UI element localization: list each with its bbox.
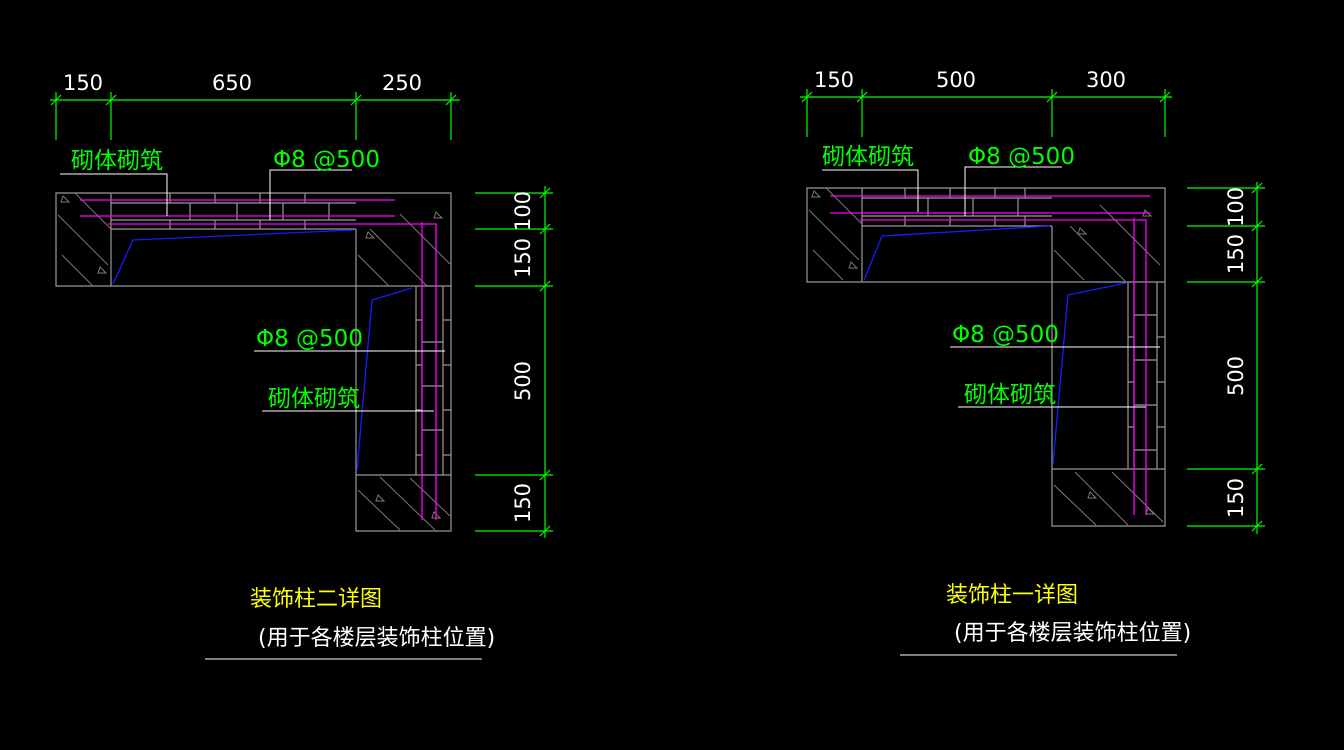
detail-1-top-dimension	[800, 89, 1172, 137]
detail-1-concrete-hatch	[808, 187, 1164, 526]
detail-2-dim-top-3: 250	[382, 71, 422, 95]
detail-2-masonry-side	[416, 286, 451, 475]
detail-1-dim-side-3: 500	[1224, 356, 1248, 396]
detail-2-concrete-hatch	[57, 192, 451, 531]
detail-2-dim-side-3: 500	[511, 361, 535, 401]
detail-2-label-rebar-side: Φ8 @500	[256, 326, 363, 352]
detail-2-break-lines	[112, 229, 413, 471]
detail-1-side-dimension	[1187, 182, 1265, 534]
detail-2-drawing: 150 650 250 100 150 500 150	[50, 71, 553, 660]
detail-1-column-outline	[806, 187, 1166, 527]
detail-1-dim-top-3: 300	[1086, 68, 1126, 92]
detail-2-subtitle: (用于各楼层装饰柱位置)	[258, 626, 495, 651]
detail-2-rebar	[80, 199, 437, 520]
detail-1-dim-side-1: 100	[1224, 187, 1248, 227]
detail-2-leaders	[60, 169, 445, 412]
detail-1-rebar	[830, 195, 1150, 515]
detail-1-dim-top-2: 500	[936, 68, 976, 92]
detail-1-label-rebar-side: Φ8 @500	[952, 322, 1059, 348]
detail-2-top-dimension	[50, 92, 460, 140]
detail-1-subtitle: (用于各楼层装饰柱位置)	[954, 621, 1191, 646]
detail-2-label-rebar-top: Φ8 @500	[273, 147, 380, 173]
detail-1-label-rebar-top: Φ8 @500	[968, 144, 1075, 170]
detail-1-label-masonry-top: 砌体砌筑	[822, 144, 914, 170]
detail-2-dim-side-1: 100	[511, 191, 535, 231]
detail-1-dim-top-1: 150	[814, 68, 854, 92]
detail-1-dim-side-2: 150	[1224, 234, 1248, 274]
detail-2-label-masonry-side: 砌体砌筑	[268, 386, 360, 412]
detail-2-dim-side-2: 150	[511, 238, 535, 278]
detail-1-dim-side-4: 150	[1224, 478, 1248, 518]
detail-1-label-masonry-side: 砌体砌筑	[964, 382, 1056, 408]
detail-2-label-masonry-top: 砌体砌筑	[71, 148, 163, 174]
detail-2-side-dimension	[475, 186, 553, 538]
detail-2-dim-side-4: 150	[511, 483, 535, 523]
detail-2-title: 装饰柱二详图	[250, 587, 382, 612]
detail-2-dim-top-1: 150	[63, 71, 103, 95]
detail-2-column-outline	[55, 192, 452, 532]
detail-1-drawing: 150 500 300 100 150 500 150	[800, 68, 1265, 656]
detail-1-leaders	[822, 166, 1160, 408]
detail-1-break-lines	[863, 225, 1127, 465]
detail-1-title: 装饰柱一详图	[946, 583, 1078, 608]
detail-2-masonry-top	[111, 193, 356, 229]
detail-2-dim-top-2: 650	[212, 71, 252, 95]
